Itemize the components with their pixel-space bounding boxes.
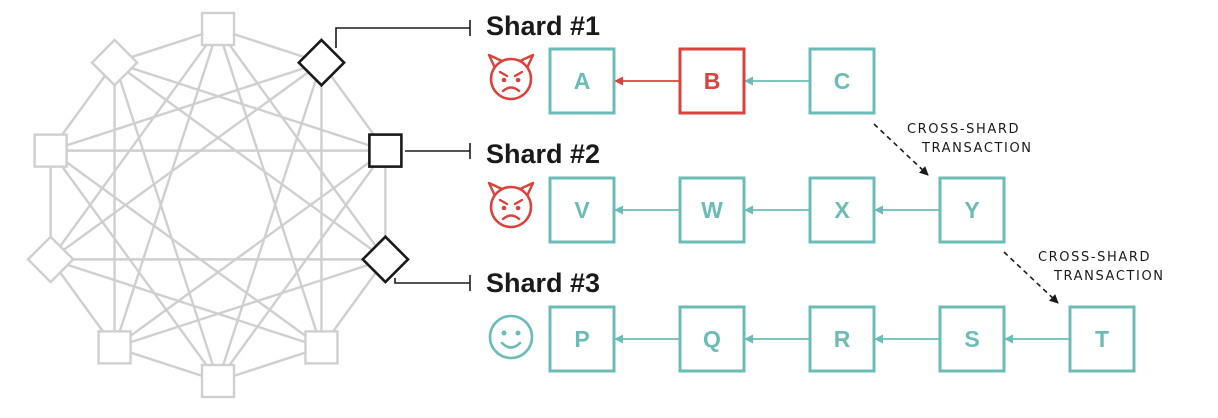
network-edge xyxy=(49,61,323,261)
cross-shard-label-2-line-1: CROSS-SHARD xyxy=(1038,250,1151,265)
block-q-label: Q xyxy=(703,326,721,352)
block-p-label: P xyxy=(574,326,589,352)
network-edge xyxy=(114,346,219,383)
block-c-label: C xyxy=(834,68,851,94)
block-c xyxy=(808,47,876,115)
network-node xyxy=(304,330,339,365)
shard-connectors xyxy=(335,20,471,291)
validator-network-graph xyxy=(26,11,410,399)
network-nodes xyxy=(26,11,410,399)
shard-2-chain: V W X Y xyxy=(548,176,1006,244)
shard-1-node xyxy=(296,38,346,88)
shard-2-node xyxy=(368,133,403,168)
block-a xyxy=(548,47,616,115)
network-node xyxy=(200,363,236,399)
block-w xyxy=(678,176,746,244)
block-y xyxy=(938,176,1006,244)
shard-3-node xyxy=(360,234,410,284)
network-edge xyxy=(217,149,387,382)
network-node xyxy=(90,38,139,87)
devil-face-icon xyxy=(487,181,535,229)
network-edge xyxy=(49,149,323,349)
block-x xyxy=(808,176,876,244)
network-edge xyxy=(216,28,323,348)
block-t-label: T xyxy=(1095,326,1109,352)
network-edge xyxy=(113,62,220,382)
connector-shard-3 xyxy=(394,278,470,284)
shard-1-chain: A B C xyxy=(548,47,876,115)
shard-3-chain: P Q R S T xyxy=(548,305,1136,373)
network-edge xyxy=(49,149,219,382)
network-edge xyxy=(217,346,322,383)
block-r xyxy=(808,305,876,373)
block-v-label: V xyxy=(574,197,590,223)
network-edges xyxy=(49,27,387,383)
cross-shard-label-1-line-1: CROSS-SHARD xyxy=(907,122,1020,137)
network-edge xyxy=(216,62,323,382)
block-b xyxy=(678,47,746,115)
block-b-label: B xyxy=(704,68,721,94)
cross-shard-label-2-line-2: TRANSACTION xyxy=(1053,269,1165,284)
network-edge xyxy=(113,149,387,349)
block-a-label: A xyxy=(574,68,591,94)
devil-face-icon xyxy=(487,53,535,101)
shard-3-title: Shard #3 xyxy=(486,268,600,298)
block-w-label: W xyxy=(701,197,723,223)
network-edge xyxy=(114,258,386,349)
network-edge xyxy=(50,258,322,349)
network-node xyxy=(97,330,132,365)
shard-2-title: Shard #2 xyxy=(486,139,600,169)
block-y-label: Y xyxy=(964,197,979,223)
network-node xyxy=(33,133,68,168)
shard-1-title: Shard #1 xyxy=(486,11,600,41)
smiley-face-icon xyxy=(488,314,534,360)
block-p xyxy=(548,305,616,373)
block-v xyxy=(548,176,616,244)
block-q xyxy=(678,305,746,373)
block-t xyxy=(1068,305,1136,373)
network-edge xyxy=(113,61,387,261)
network-edge xyxy=(49,28,219,261)
block-x-label: X xyxy=(834,197,850,223)
connector-shard-1 xyxy=(335,27,470,48)
network-edge xyxy=(50,61,322,152)
block-s xyxy=(938,305,1006,373)
block-r-label: R xyxy=(834,326,851,352)
cross-shard-arrow-c-to-y xyxy=(873,123,929,176)
cross-shard-arrow-y-to-t xyxy=(1003,251,1059,304)
network-edge xyxy=(113,28,220,348)
cross-shard-label-1-line-2: TRANSACTION xyxy=(921,141,1033,156)
block-s-label: S xyxy=(964,326,979,352)
network-node xyxy=(200,11,236,47)
network-node xyxy=(26,235,75,284)
network-edge xyxy=(217,28,387,261)
network-edge xyxy=(114,61,386,152)
